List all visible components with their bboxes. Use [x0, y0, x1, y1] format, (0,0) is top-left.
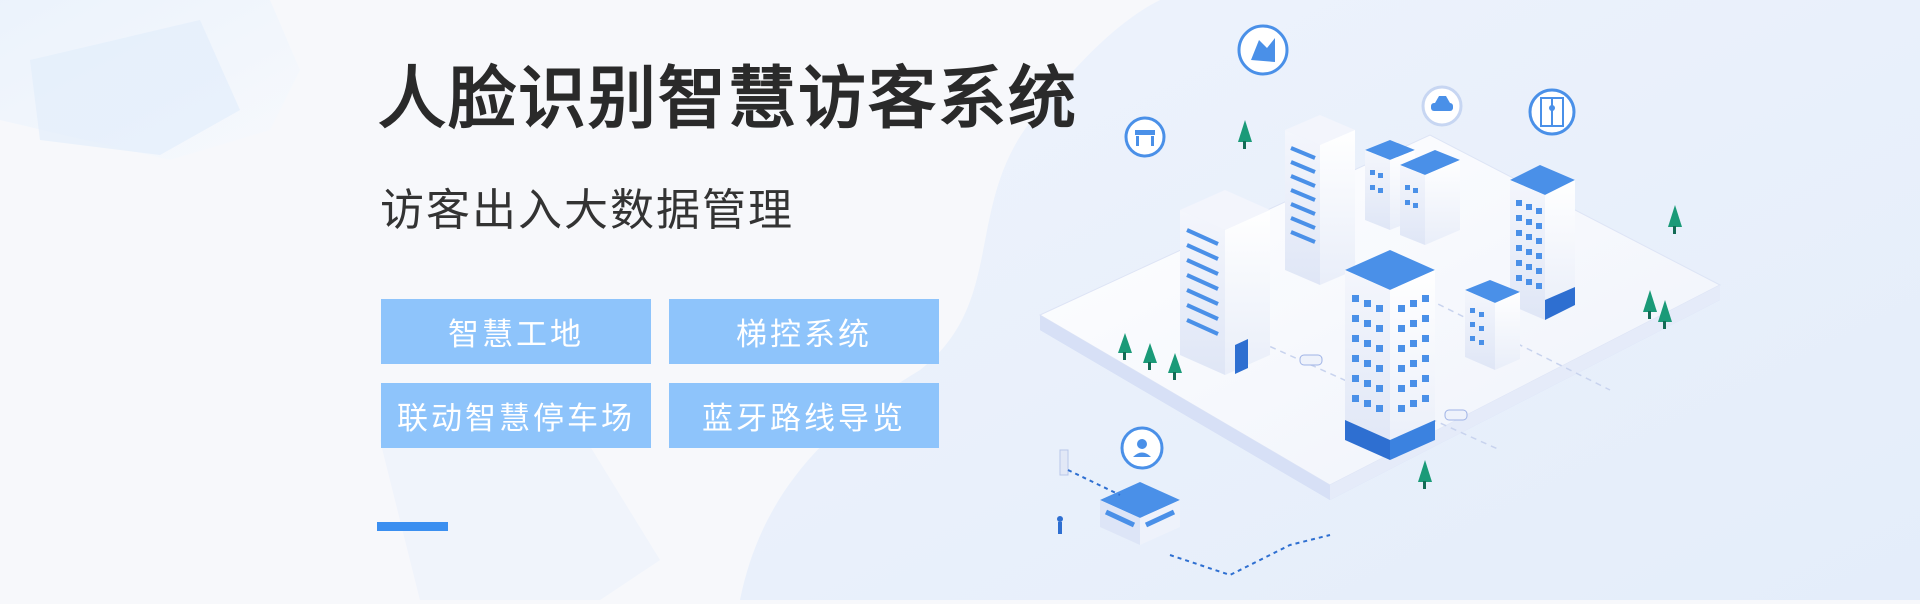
- feature-tag-elevator-control[interactable]: 梯控系统: [669, 299, 939, 364]
- hero-title: 人脸识别智慧访客系统: [378, 60, 1079, 139]
- feature-grid: 智慧工地 梯控系统 联动智慧停车场 蓝牙路线导览: [381, 299, 939, 448]
- accent-bar: [377, 522, 448, 531]
- barrier-gate-icon: [1124, 116, 1166, 158]
- trees: [1118, 120, 1682, 489]
- building-back-center: [1285, 115, 1355, 285]
- building-left: [1180, 190, 1270, 375]
- feature-tag-smart-construction[interactable]: 智慧工地: [381, 299, 651, 364]
- cars: [1299, 354, 1468, 421]
- building-right: [1510, 165, 1575, 320]
- face-scan-icon: [1120, 426, 1164, 470]
- gatehouse: [1057, 449, 1331, 577]
- map-icon: [1237, 24, 1289, 76]
- feature-tag-smart-parking[interactable]: 联动智慧停车场: [381, 383, 651, 448]
- car-icon: [1421, 85, 1463, 127]
- building-top-small: [1365, 140, 1460, 245]
- smart-city-illustration: [1030, 0, 1850, 600]
- elevator-icon: [1528, 88, 1576, 136]
- building-mid-right: [1465, 280, 1520, 370]
- building-front: [1345, 250, 1435, 460]
- feature-tag-bluetooth-guide[interactable]: 蓝牙路线导览: [669, 383, 939, 448]
- hero-subtitle: 访客出入大数据管理: [380, 185, 794, 236]
